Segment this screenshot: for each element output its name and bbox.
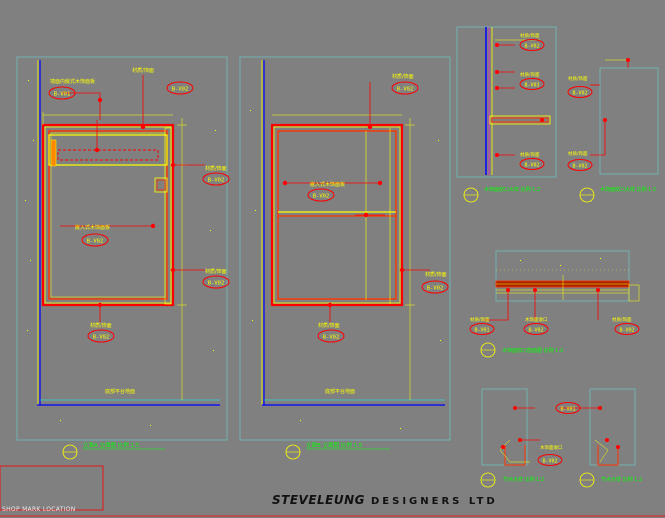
annotation-text: 材质/饰面 [205, 268, 227, 275]
annotation-text: 材质/饰面 [520, 151, 540, 158]
title-block [0, 465, 665, 517]
drawing-title: 立面A 立面图 比例 1:5 [83, 441, 140, 449]
tag-label: B-V02 [323, 335, 340, 341]
shop-mark-location-label: SHOP MARK LOCATION [2, 506, 76, 513]
annotation-text: 嵌入式木饰面板 [75, 224, 110, 231]
annotation-text: 木饰面收口 [525, 316, 548, 323]
tag-oval: B-V02 [317, 329, 345, 343]
annotation-text: 材质/饰面 [132, 67, 154, 74]
tag-oval: B-V01 [48, 86, 76, 100]
tag-oval: B-V02 [391, 81, 419, 95]
tag-oval: B-V02 [567, 86, 593, 98]
tag-oval: B-V01 [469, 323, 495, 335]
section-detail: B-V01 B-V02 B-V02 材质/饰面 木饰面收口 材质/饰面 木饰面收… [469, 250, 640, 358]
detail-1: B-V02 B-V03 B-V02 材质/饰面 材质/饰面 材质/饰面 木饰面收… [456, 26, 557, 203]
annotation-text: 材质/饰面 [612, 316, 632, 323]
tag-label: B-V02 [572, 164, 587, 170]
annotation-text: 底部平台地面 [105, 388, 135, 395]
tag-label: B-V02 [528, 328, 543, 334]
drawing-title: 节点大样 比例 1:2 [601, 476, 642, 483]
annotation-text: 嵌入式木饰面板 [310, 181, 345, 188]
annotation-text: 材质/饰面 [470, 316, 490, 323]
annotation-text: 材质/饰面 [520, 71, 540, 78]
annotation-text: 底部平台地面 [325, 388, 355, 395]
elevation-b: B-V02 B-V02 B-V02 B-V02 材质/饰面 材质/饰面 材质/饰… [239, 56, 451, 460]
annotation-text: 材质/饰面 [392, 73, 414, 80]
tag-label: B-V02 [619, 328, 634, 334]
annotation-text: 墙面内嵌式木饰面板 [50, 78, 95, 85]
annotation-text: 材质/饰面 [90, 322, 112, 329]
tag-label: B-V02 [208, 178, 225, 184]
annotation-text: 木饰面收口 [540, 444, 563, 451]
tag-label: B-V01 [54, 92, 71, 98]
tag-oval: B-V02 [523, 323, 549, 335]
tag-oval: B-V02 [537, 454, 563, 466]
tag-label: B-V03 [524, 83, 539, 89]
tag-label: B-V01 [474, 328, 489, 334]
annotation-text: 材质/饰面 [318, 322, 340, 329]
tag-oval: B-V02 [421, 280, 449, 294]
tag-label: B-V02 [313, 194, 330, 200]
tag-oval: B-V02 [81, 233, 109, 247]
cad-specks [25, 80, 601, 429]
annotation-text: 材质/饰面 [568, 75, 588, 82]
elevation-a: B-V01 B-V02 B-V02 B-V02 B-V02 B-V02 墙面内嵌… [16, 56, 230, 460]
detail-3: B-V02 木饰面收口 节点大样 比例 1:2 [480, 388, 563, 488]
drawing-title: 木饰面收口大样 比例 1:2 [484, 186, 540, 193]
tag-label: B-V02 [397, 87, 414, 93]
tag-label: B-V02 [572, 91, 587, 97]
tag-label: B-V02 [208, 281, 225, 287]
tag-label: B-V01 [560, 407, 575, 413]
detail-4: B-V01 节点大样 比例 1:2 [555, 388, 642, 488]
annotation-text: 材质/饰面 [520, 32, 540, 39]
brand-logo: STEVELEUNG DESIGNERS LTD [272, 493, 498, 507]
drawing-title: 立面B 立面图 比例 1:5 [306, 441, 363, 449]
tag-label: B-V02 [93, 335, 110, 341]
tag-oval: B-V02 [519, 39, 545, 51]
tag-oval: B-V02 [567, 159, 593, 171]
brand-suffix: DESIGNERS LTD [371, 496, 498, 507]
tag-oval: B-V01 [555, 402, 581, 414]
tag-label: B-V02 [172, 87, 189, 93]
tag-oval: B-V02 [307, 188, 335, 202]
annotation-text: 材质/饰面 [205, 165, 227, 172]
tag-label: B-V02 [524, 163, 539, 169]
tag-label: B-V02 [542, 459, 557, 465]
tag-oval: B-V02 [87, 329, 115, 343]
tag-label: B-V02 [524, 44, 539, 50]
drawing-title: 节点大样 比例 1:2 [503, 476, 544, 483]
tag-label: B-V02 [87, 239, 104, 245]
detail-2: B-V02 B-V02 材质/饰面 材质/饰面 木饰面收口大样 比例 1:2 [567, 58, 659, 203]
drawing-title: 木饰面收口大样 比例 1:2 [600, 186, 656, 193]
tag-oval: B-V02 [166, 81, 194, 95]
annotation-text: 材质/饰面 [568, 150, 588, 157]
brand-name: STEVELEUNG [272, 493, 365, 507]
tag-oval: B-V02 [202, 172, 230, 186]
drawing-title: 木饰面收口剖面图 比例 1:2 [502, 347, 563, 354]
tag-oval: B-V03 [519, 78, 545, 90]
tag-oval: B-V02 [614, 323, 640, 335]
tag-oval: B-V02 [519, 158, 545, 170]
tag-oval: B-V02 [202, 275, 230, 289]
annotation-text: 材质/饰面 [425, 271, 447, 278]
tag-label: B-V02 [427, 286, 444, 292]
